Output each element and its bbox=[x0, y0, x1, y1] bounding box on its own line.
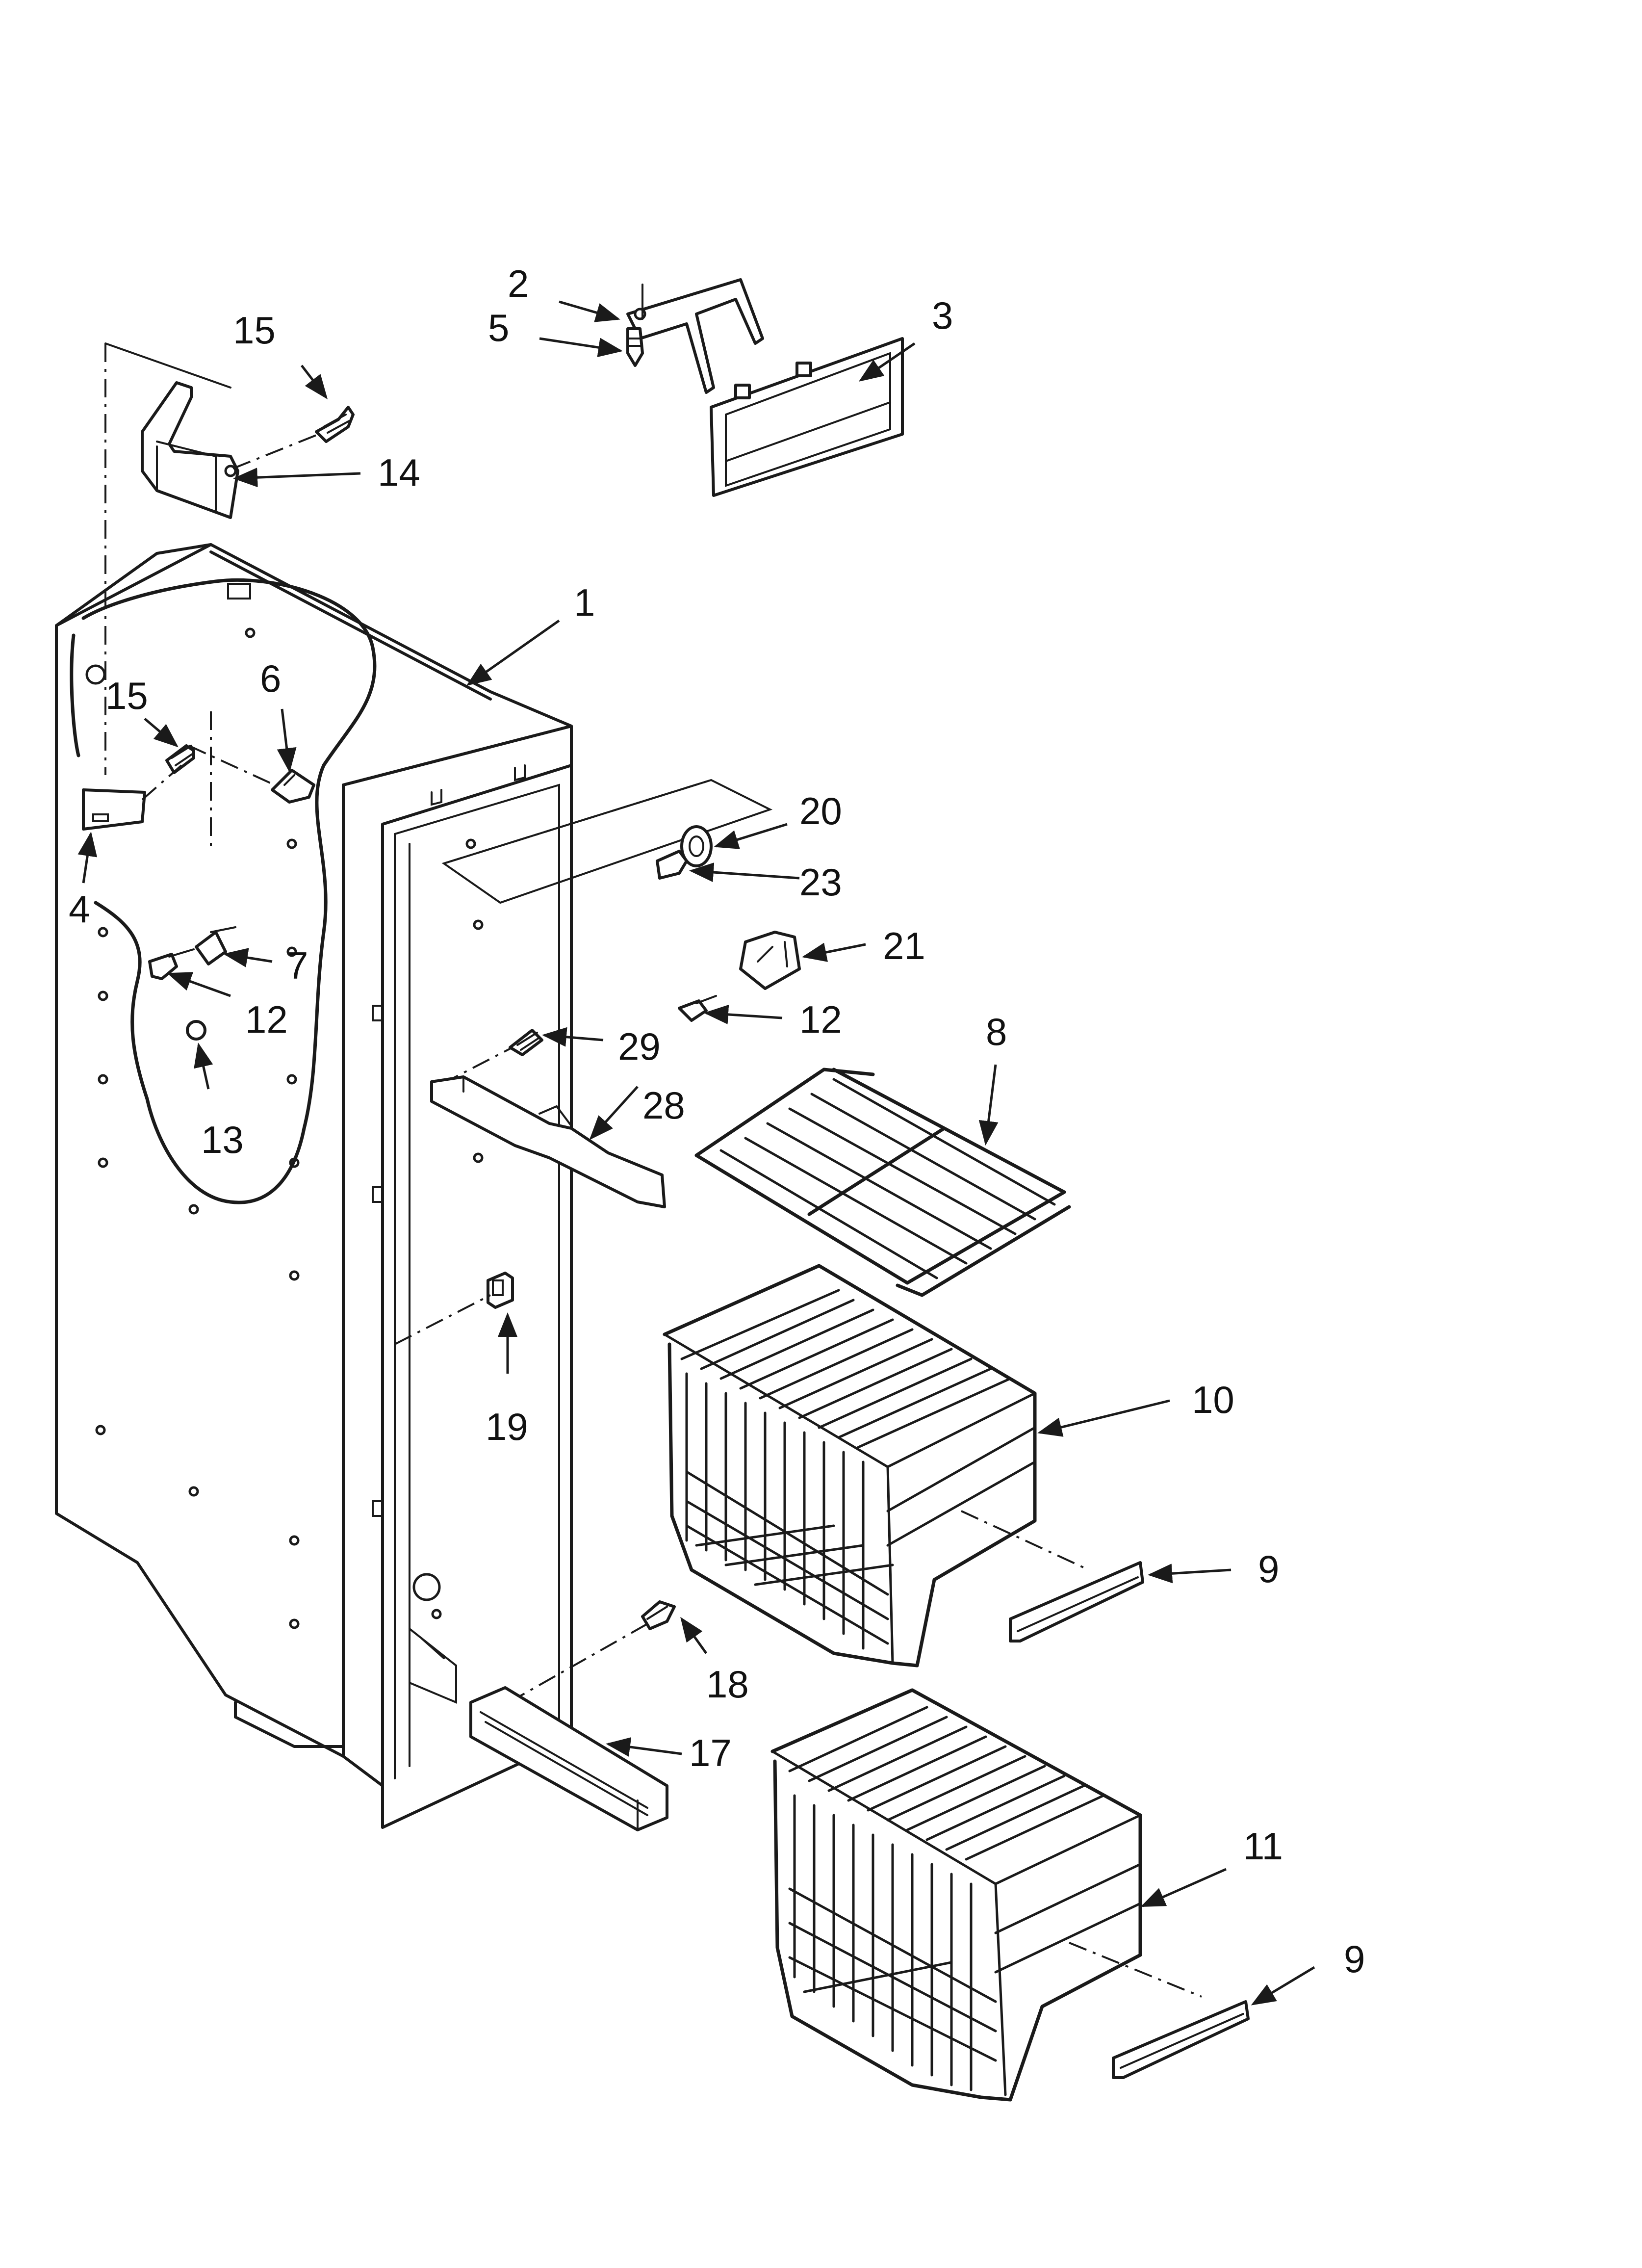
callout-21: 21 bbox=[883, 924, 925, 967]
callout-labels: 1 2 3 4 5 6 7 8 9 9 10 11 12 12 13 14 15… bbox=[69, 262, 1365, 1981]
hinge-part bbox=[141, 381, 239, 519]
plate-behind-20 bbox=[441, 779, 773, 904]
callout-23: 23 bbox=[799, 860, 842, 904]
callout-17: 17 bbox=[689, 1731, 732, 1774]
screw-5 bbox=[626, 327, 644, 367]
freezer-liner-part bbox=[55, 543, 573, 1829]
callout-19: 19 bbox=[486, 1405, 528, 1448]
trim-part-9-bottom bbox=[1112, 2000, 1250, 2079]
callout-12-left: 12 bbox=[245, 998, 288, 1041]
callout-13: 13 bbox=[201, 1118, 244, 1161]
callout-12-right: 12 bbox=[799, 998, 842, 1041]
callout-29: 29 bbox=[618, 1025, 661, 1068]
wire-shelf-part-8 bbox=[694, 1068, 1071, 1297]
cover-part-3 bbox=[710, 337, 904, 497]
bracket-part-2 bbox=[626, 278, 764, 394]
support-part-21 bbox=[739, 931, 801, 990]
callout-8: 8 bbox=[986, 1010, 1007, 1053]
screw-part-29 bbox=[509, 1029, 543, 1056]
callout-10: 10 bbox=[1192, 1378, 1234, 1421]
screw-15-mid bbox=[165, 744, 195, 774]
callout-11: 11 bbox=[1243, 1825, 1283, 1868]
callout-14: 14 bbox=[378, 451, 420, 494]
screw-12-right bbox=[678, 995, 717, 1022]
trim-part-9-top bbox=[1009, 1561, 1144, 1642]
wire-basket-part-11 bbox=[770, 1688, 1142, 2102]
callout-9-top: 9 bbox=[1258, 1547, 1279, 1590]
clip-part-6 bbox=[271, 769, 315, 804]
callout-18: 18 bbox=[706, 1663, 749, 1706]
callout-6: 6 bbox=[260, 657, 281, 700]
trim-part-17 bbox=[469, 1686, 668, 1831]
screw-15-top bbox=[315, 406, 355, 443]
screw-part-23 bbox=[656, 850, 688, 880]
callout-4: 4 bbox=[69, 887, 90, 931]
plug-part-13 bbox=[186, 1020, 206, 1041]
callout-15-mid: 15 bbox=[105, 674, 148, 717]
rail-part-28 bbox=[430, 1075, 666, 1208]
clamp-part-7 bbox=[195, 926, 236, 965]
leader-arrows bbox=[77, 300, 1315, 2006]
screw-part-18 bbox=[641, 1600, 676, 1630]
callout-20: 20 bbox=[799, 789, 842, 833]
callout-2: 2 bbox=[508, 262, 529, 305]
callout-28: 28 bbox=[642, 1084, 685, 1127]
callout-5: 5 bbox=[488, 306, 509, 349]
callout-1: 1 bbox=[574, 581, 595, 624]
callout-9-bottom: 9 bbox=[1344, 1937, 1365, 1981]
callout-3: 3 bbox=[932, 294, 953, 337]
wire-basket-part-10 bbox=[663, 1264, 1037, 1668]
bracket-part-4 bbox=[82, 788, 146, 831]
switch-part-19 bbox=[487, 1272, 514, 1309]
callout-15-top: 15 bbox=[233, 309, 276, 352]
callout-7: 7 bbox=[287, 944, 308, 987]
